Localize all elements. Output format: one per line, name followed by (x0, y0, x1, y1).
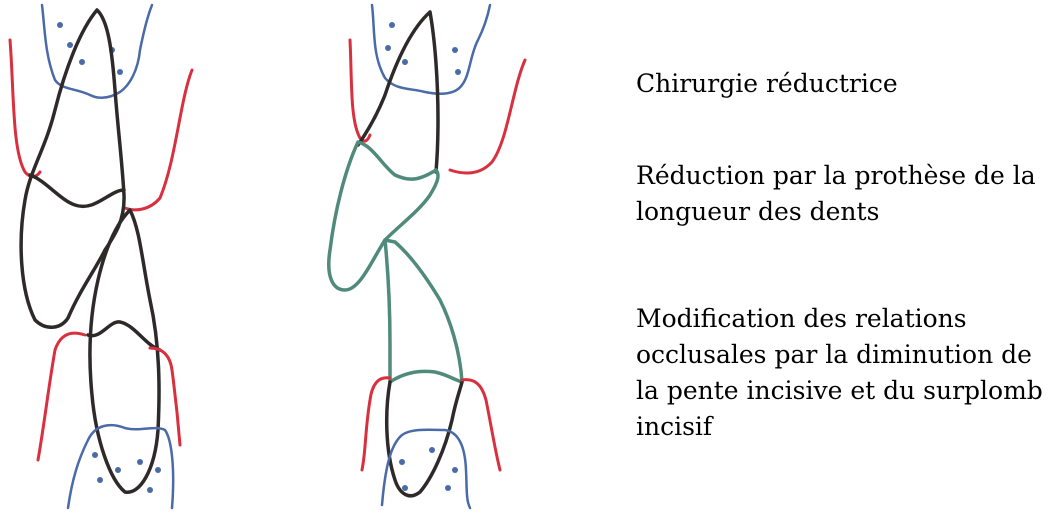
left-upper-tooth (21, 10, 124, 327)
right-lower-gingiva-right (462, 380, 500, 470)
left-lower-tooth (90, 210, 159, 492)
left-lower-gingiva-left (38, 333, 85, 460)
left-upper-bone (42, 5, 152, 98)
right-upper-gingiva-right (450, 60, 525, 173)
left-upper-gingiva-right (125, 70, 192, 210)
caption-surgery: Chirurgie réductrice (636, 66, 898, 102)
caption-prosthesis: Réduction par la prothèse de la longueur… (636, 158, 1056, 230)
left-upper-cej (30, 175, 124, 206)
caption-occlusion: Modification des relations occlusales pa… (636, 301, 1056, 445)
right-lower-prosthesis (385, 240, 462, 382)
left-figure (10, 5, 192, 508)
left-upper-gingiva-left (10, 40, 40, 177)
left-lower-bone-dots (92, 452, 161, 493)
right-lower-bone-dots (399, 447, 458, 491)
right-figure (329, 5, 525, 508)
right-upper-prosthesis (329, 142, 438, 290)
right-upper-gingiva-left (350, 40, 370, 141)
left-lower-cej (88, 322, 160, 350)
